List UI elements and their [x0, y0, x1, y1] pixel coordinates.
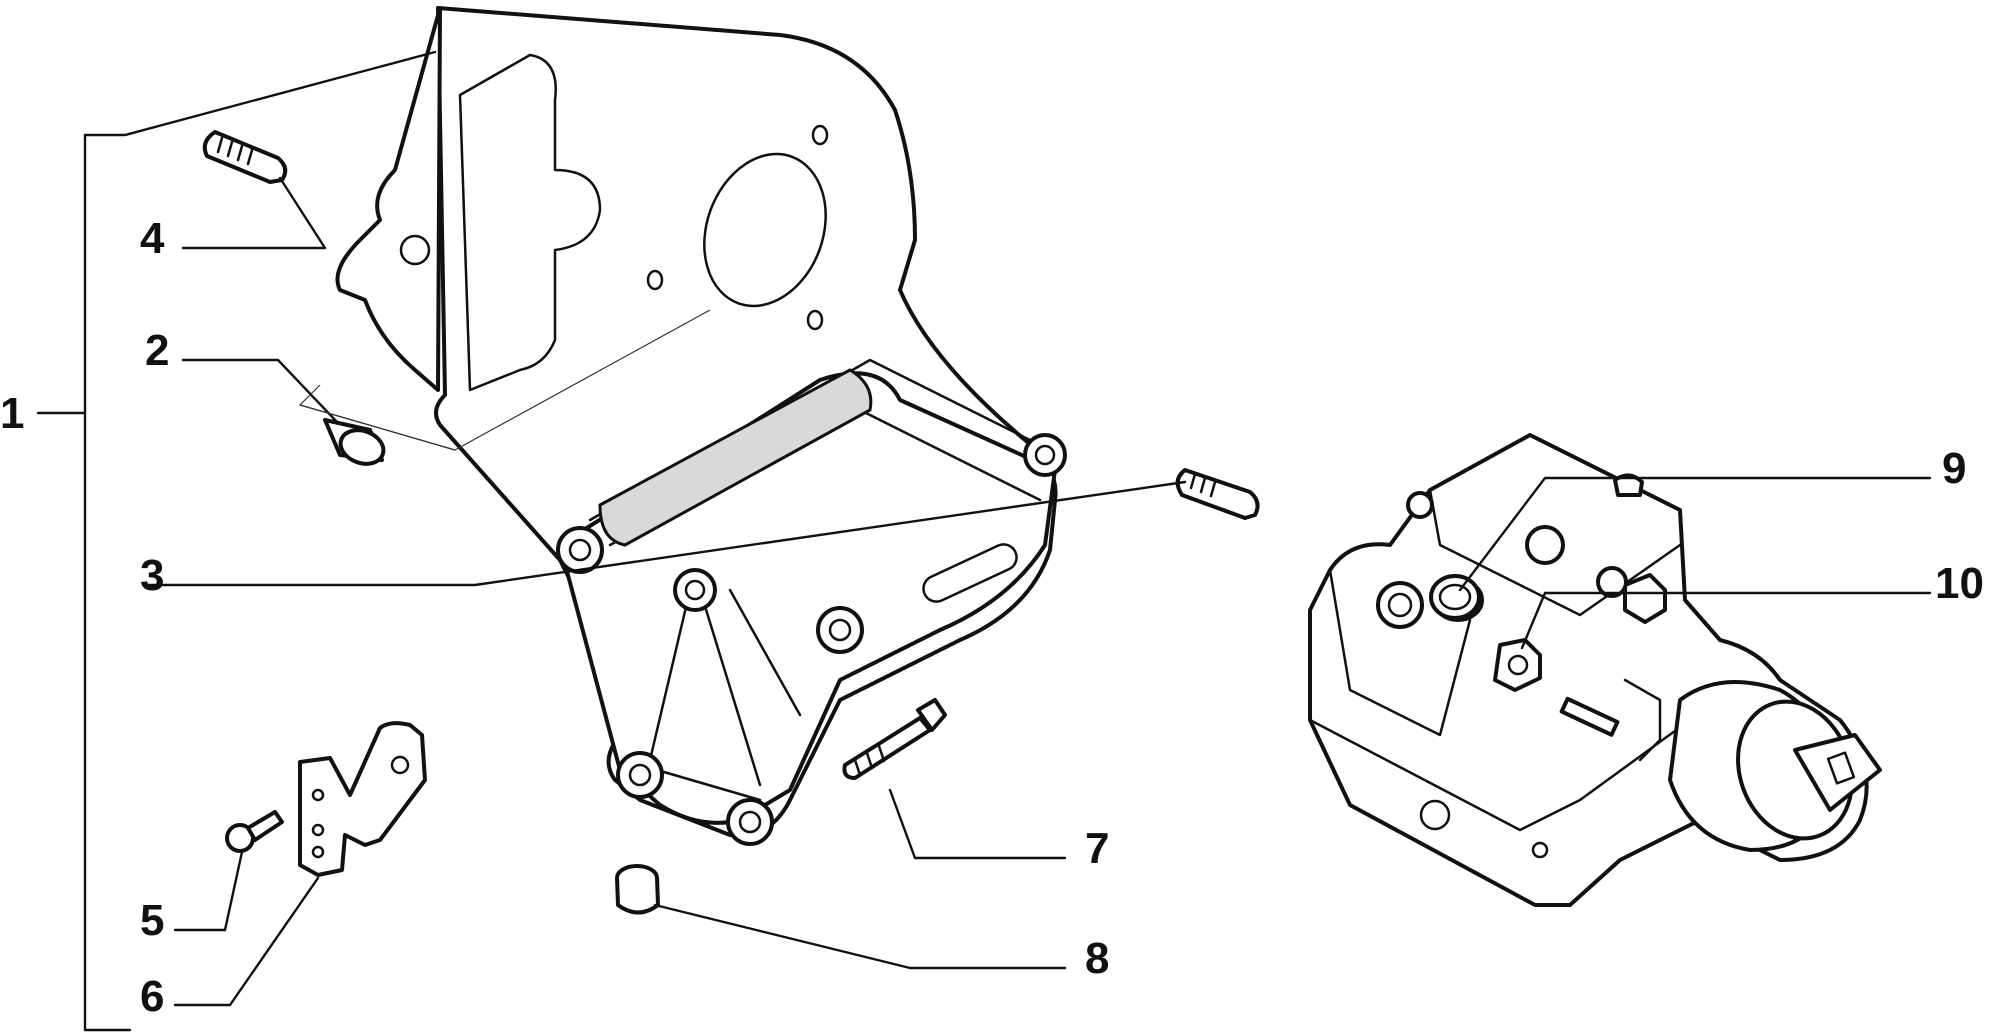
- leader-9: [1458, 476, 1932, 592]
- leader-10: [1520, 591, 1932, 650]
- flange-bolt-7: [842, 698, 947, 780]
- sealing-washer-9: [1429, 574, 1481, 620]
- leader-6: [173, 876, 320, 1007]
- callout-6: 6: [140, 972, 164, 1021]
- callout-3: 3: [140, 551, 164, 600]
- leader-5: [173, 850, 244, 932]
- callout-4: 4: [140, 214, 165, 263]
- spacer-bushing-8: [615, 864, 660, 915]
- leader-4: [181, 176, 327, 250]
- stud-4: [202, 130, 288, 184]
- callout-2: 2: [145, 326, 169, 375]
- mounting-plate-6: [298, 721, 427, 877]
- leader-8: [653, 903, 1067, 970]
- callout-9: 9: [1942, 444, 1966, 493]
- stud-3: [1175, 468, 1260, 520]
- leader-lines: [36, 50, 1932, 1032]
- callout-1: 1: [0, 389, 24, 438]
- support-bracket: [335, 6, 1067, 846]
- nut-10: [1493, 638, 1542, 692]
- leader-7: [888, 788, 1067, 860]
- leader-3: [146, 480, 1187, 587]
- flange-bolt-5: [225, 810, 284, 853]
- bushing-2: [323, 418, 386, 466]
- callout-labels: 1 2 3 4 5 6 7 8 9 10: [0, 214, 1984, 1021]
- injection-pump-assembly: [1308, 433, 1882, 907]
- callout-10: 10: [1935, 559, 1984, 608]
- callout-5: 5: [140, 896, 164, 945]
- leader-2: [181, 358, 339, 424]
- callout-8: 8: [1085, 934, 1109, 983]
- callout-7: 7: [1085, 824, 1109, 873]
